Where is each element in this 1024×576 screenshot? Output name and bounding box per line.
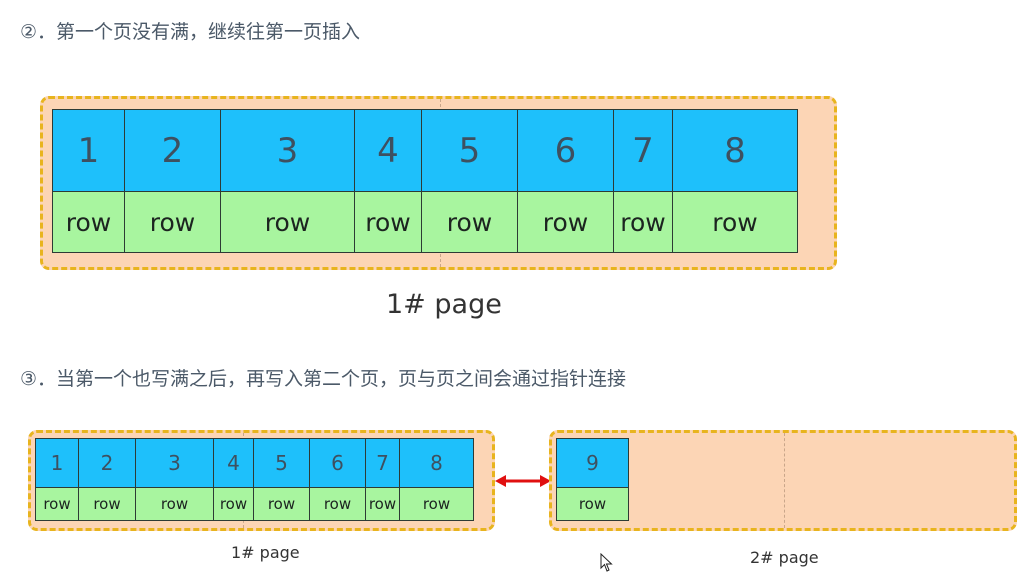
record-key: 4 [355, 110, 421, 192]
record-row: row [79, 488, 135, 520]
record-row: row [518, 192, 613, 252]
page-1-label-bottom: 1# page [231, 543, 300, 562]
step-3-heading: ③．当第一个也写满之后，再写入第二个页，页与页之间会通过指针连接 [20, 368, 627, 390]
step-2-heading: ②．第一个页没有满，继续往第一页插入 [20, 21, 361, 43]
record-row: row [221, 192, 354, 252]
record-key: 3 [221, 110, 354, 192]
page-1-label-top: 1# page [386, 289, 502, 320]
mouse-cursor-icon [600, 553, 613, 572]
double-arrow-icon [495, 475, 551, 487]
record-row: row [614, 192, 672, 252]
record-key: 5 [254, 439, 309, 488]
page-seam [784, 433, 785, 528]
record-row: row [136, 488, 213, 520]
record-row: row [36, 488, 78, 520]
record-key: 8 [400, 439, 473, 488]
record-key: 3 [136, 439, 213, 488]
record-key: 1 [53, 110, 124, 192]
record-row: row [310, 488, 365, 520]
record-key: 4 [214, 439, 253, 488]
record-row: row [53, 192, 124, 252]
record-key: 6 [518, 110, 613, 192]
record-row: row [400, 488, 473, 520]
record-key: 5 [422, 110, 517, 192]
record-key: 9 [557, 439, 628, 488]
record-key: 6 [310, 439, 365, 488]
record-row: row [366, 488, 399, 520]
record-row: row [125, 192, 220, 252]
record-row: row [422, 192, 517, 252]
page-2-label: 2# page [750, 548, 819, 567]
record-key: 2 [79, 439, 135, 488]
record-row: row [214, 488, 253, 520]
record-row: row [557, 488, 628, 520]
record-row: row [254, 488, 309, 520]
record-key: 1 [36, 439, 78, 488]
record-key: 7 [614, 110, 672, 192]
record-row: row [355, 192, 421, 252]
record-row: row [673, 192, 797, 252]
record-key: 2 [125, 110, 220, 192]
record-key: 7 [366, 439, 399, 488]
record-key: 8 [673, 110, 797, 192]
